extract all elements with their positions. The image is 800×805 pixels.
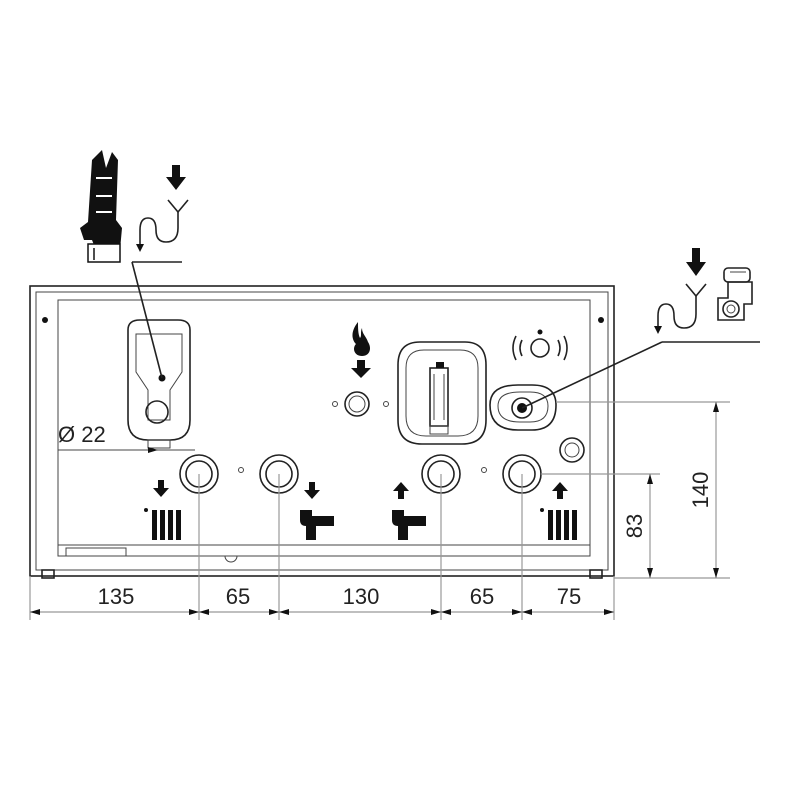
condensate-trap-icon	[80, 150, 122, 263]
dim-label-83: 83	[622, 514, 647, 538]
diameter-annotation: Ø 22	[58, 422, 195, 453]
pipe-connections	[179, 454, 542, 494]
radiator-icon	[540, 508, 577, 540]
gas-flame-icon	[352, 322, 370, 356]
dim-label-140: 140	[688, 472, 713, 509]
safety-valve-callout	[521, 248, 760, 409]
connection-cold-water	[421, 454, 487, 494]
dim-label-4: 65	[470, 584, 494, 609]
dim-label-3: 130	[343, 584, 380, 609]
arrow-down-icon	[153, 480, 169, 497]
pressure-relief-valve	[489, 329, 585, 463]
pressure-gauge-icon	[512, 329, 568, 361]
tap-icon	[300, 510, 334, 540]
siphon-drain-icon	[654, 248, 707, 334]
dimension-labels: 135 65 130 65 75 83 140	[98, 472, 713, 609]
dim-label-2: 65	[226, 584, 250, 609]
reference-lines	[29, 401, 730, 620]
condensate-callout	[80, 150, 189, 379]
dim-label-5: 75	[557, 584, 581, 609]
arrow-down-icon	[686, 248, 706, 276]
radiator-icon	[144, 508, 181, 540]
boiler-casing	[29, 285, 615, 579]
hot-water-symbol	[300, 482, 334, 540]
heating-flow-symbol	[144, 480, 181, 540]
condensate-housing	[127, 319, 191, 449]
connection-heating-flow	[179, 454, 244, 494]
arrow-up-icon	[552, 482, 568, 499]
gas-arrow-down-icon	[351, 360, 371, 378]
arrow-up-icon	[393, 482, 409, 499]
diameter-label: Ø 22	[58, 422, 106, 447]
arrow-down-icon	[304, 482, 320, 499]
filter-housing	[397, 341, 487, 445]
cold-water-symbol	[392, 482, 426, 540]
arrow-down-icon	[166, 165, 186, 190]
siphon-drain-icon	[136, 165, 189, 252]
dim-label-1: 135	[98, 584, 135, 609]
tap-icon	[392, 510, 426, 540]
gas-inlet	[332, 322, 389, 417]
heating-return-symbol	[540, 482, 577, 540]
dimension-arrows	[30, 402, 719, 615]
pressure-relief-valve-icon	[717, 267, 753, 321]
